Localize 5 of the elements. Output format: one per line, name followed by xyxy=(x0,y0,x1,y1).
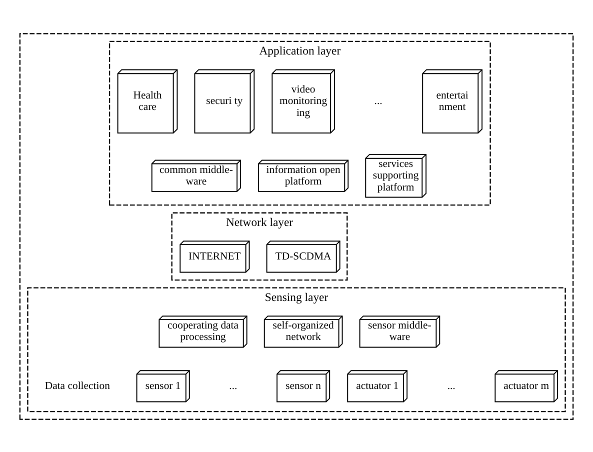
label: ... xyxy=(229,379,238,392)
cluster xyxy=(19,32,574,420)
label: Data collection xyxy=(44,379,110,392)
label: ... xyxy=(447,379,456,392)
label: ... xyxy=(374,94,382,107)
